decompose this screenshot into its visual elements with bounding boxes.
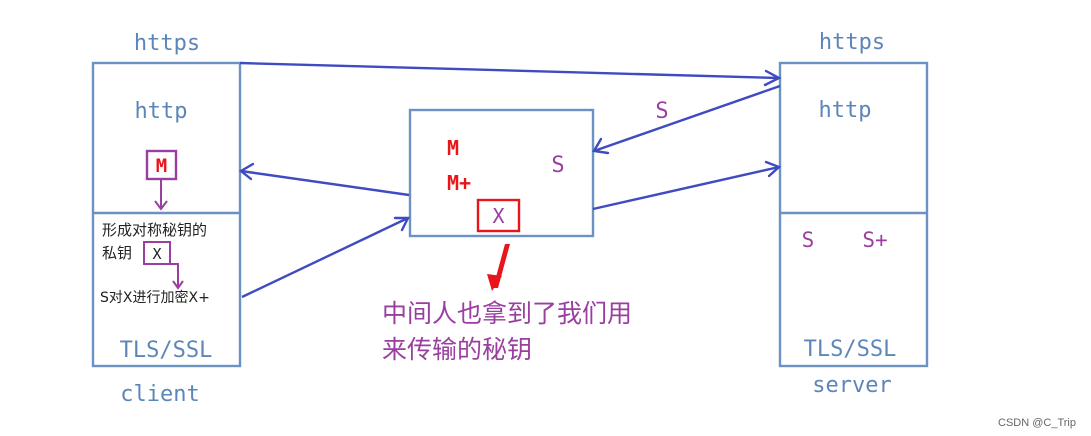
client-name-label: client: [120, 382, 199, 407]
client-key-text-line2: 私钥: [102, 244, 132, 262]
client-https-label: https: [134, 31, 200, 56]
client-http-label: http: [135, 99, 188, 124]
middle-x-box: [476, 198, 521, 233]
client-encrypt-text: S对X进行加密X+: [100, 289, 210, 306]
client-x-label: X: [152, 245, 161, 263]
arrow-middle-to-server: [592, 165, 780, 211]
arrow-client-to-server: [239, 61, 780, 80]
arrow-server-to-middle-head: [592, 137, 610, 155]
middle-m-plus-label: M+: [447, 171, 471, 195]
client-box: [91, 61, 242, 368]
server-tls-label: TLS/SSL: [804, 337, 897, 362]
client-x-box: [143, 241, 171, 265]
server-https-label: https: [819, 30, 885, 55]
client-m-box: [145, 149, 178, 181]
server-name-label: server: [812, 373, 891, 398]
watermark: CSDN @C_Trip: [998, 417, 1076, 429]
client-key-text-line1: 形成对称秘钥的: [102, 221, 207, 239]
arrow-client-to-middle: [241, 216, 409, 299]
red-pointer-arrowhead: [487, 274, 502, 291]
client-m-down-arrowhead: [154, 200, 168, 211]
server-box: [778, 61, 929, 368]
server-s-plus-label: S+: [862, 228, 887, 252]
arrow-client-to-middle-head: [393, 216, 410, 232]
annotation-line2: 来传输的秘钥: [382, 335, 532, 364]
arrow-server-to-middle: [593, 84, 781, 153]
arrow-middle-to-client: [240, 169, 410, 197]
client-tls-label: TLS/SSL: [120, 338, 213, 363]
middle-m-label: M: [447, 136, 459, 160]
middle-box: [408, 108, 595, 238]
server-s-label: S: [802, 228, 815, 252]
middle-x-label: X: [492, 204, 504, 228]
arrow-client-to-server-head: [763, 69, 782, 87]
client-m-label: M: [156, 155, 167, 177]
arrow-middle-to-client-head: [238, 162, 255, 181]
arrow-s-label: S: [655, 99, 668, 124]
server-http-label: http: [819, 98, 872, 123]
client-x-down-arrow: [171, 263, 179, 287]
arrow-middle-to-server-head: [764, 160, 782, 178]
middle-s-label: S: [551, 153, 564, 178]
client-x-down-arrowhead: [172, 280, 184, 290]
annotation-line1: 中间人也拿到了我们用: [382, 299, 632, 328]
